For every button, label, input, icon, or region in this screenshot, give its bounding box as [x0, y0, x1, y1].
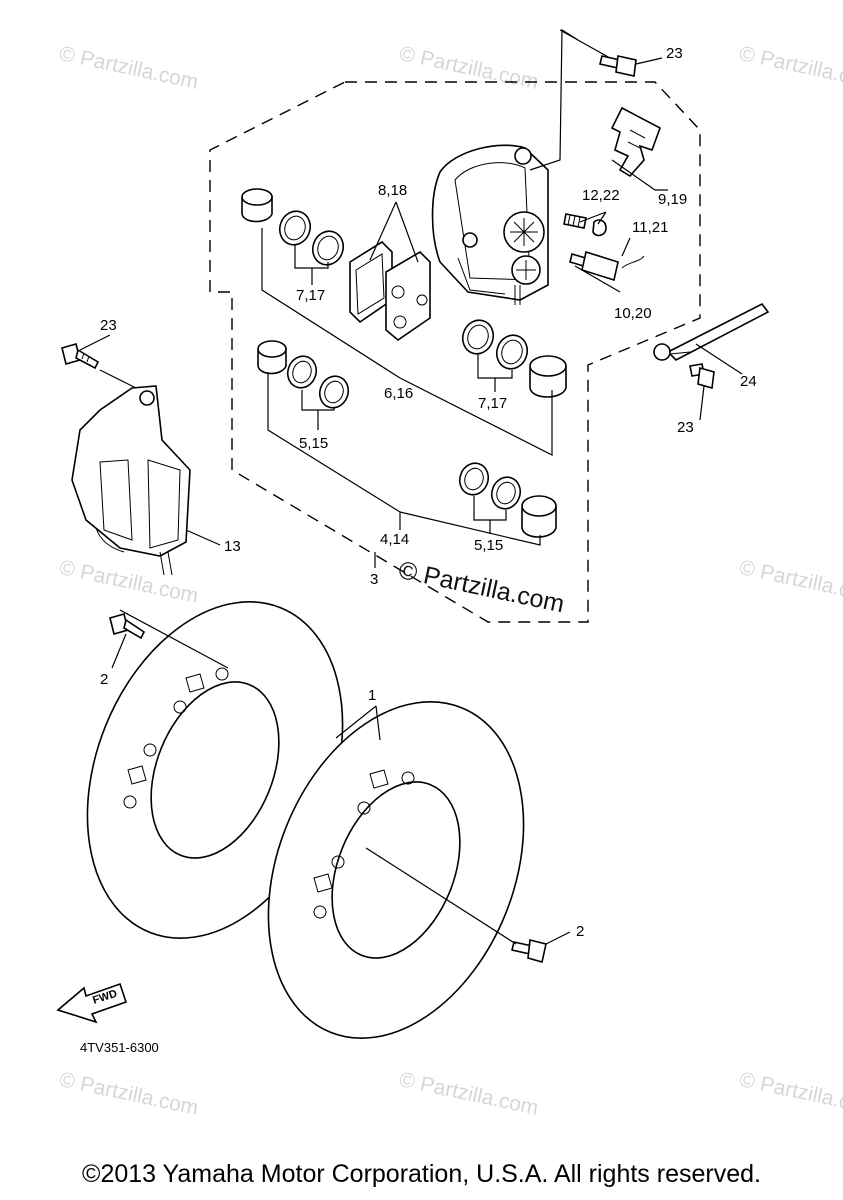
- callout-2: 2: [576, 923, 584, 940]
- sensor-bolt-right: [689, 363, 715, 390]
- caliper-assembly-boundary: [209, 81, 701, 623]
- callout-2: 2: [100, 671, 108, 688]
- caliper-left: [71, 385, 191, 576]
- disc-holes-left: [123, 667, 229, 809]
- piston-seal-set-top: [241, 188, 345, 266]
- disc-bolt-right: [511, 939, 547, 964]
- disc-bolt-left: [109, 613, 146, 640]
- pad-spring: [610, 106, 661, 178]
- piston-seal-set-middle: [257, 340, 350, 409]
- callout-8-18: 8,18: [378, 182, 407, 199]
- leader-lines: [79, 28, 743, 945]
- callout-12-22: 12,22: [582, 187, 620, 204]
- callout-5-15: 5,15: [474, 537, 503, 554]
- copyright-footer: ©2013 Yamaha Motor Corporation, U.S.A. A…: [82, 1160, 761, 1188]
- caliper-bolt-left: [61, 343, 100, 370]
- callout-23: 23: [100, 317, 117, 334]
- caliper-right: [431, 144, 549, 305]
- pad-pin: [569, 250, 645, 282]
- brake-pads: [349, 240, 431, 342]
- callout-23: 23: [666, 45, 683, 62]
- callout-24: 24: [740, 373, 757, 390]
- diagram-code: 4TV351-6300: [80, 1040, 159, 1055]
- caliper-bolt-top: [599, 55, 637, 77]
- callout-11-21: 11,21: [632, 219, 668, 236]
- fwd-arrow-icon: FWD: [56, 982, 128, 1024]
- callout-3: 3: [370, 571, 378, 588]
- piston-seal-set-right: [461, 319, 567, 398]
- callout-9-19: 9,19: [658, 191, 687, 208]
- callout-5-15: 5,15: [299, 435, 328, 452]
- callout-4-14: 4,14: [380, 531, 409, 548]
- piston-seal-set-lower: [458, 462, 557, 538]
- sensor-lead: [653, 302, 770, 361]
- callout-1: 1: [368, 687, 376, 704]
- callout-6-16: 6,16: [384, 385, 413, 402]
- bleed-screw: [563, 213, 607, 237]
- disc-holes-right: [313, 769, 415, 919]
- callout-23: 23: [677, 419, 694, 436]
- brake-disc-right: [267, 701, 525, 1039]
- callout-10-20: 10,20: [614, 305, 652, 322]
- callout-13: 13: [224, 538, 241, 555]
- callout-7-17: 7,17: [296, 287, 325, 304]
- callout-labels: 23 23 23 8,18 12,22 9,19 11,21 10,20 7,1…: [80, 45, 757, 1055]
- callout-7-17: 7,17: [478, 395, 507, 412]
